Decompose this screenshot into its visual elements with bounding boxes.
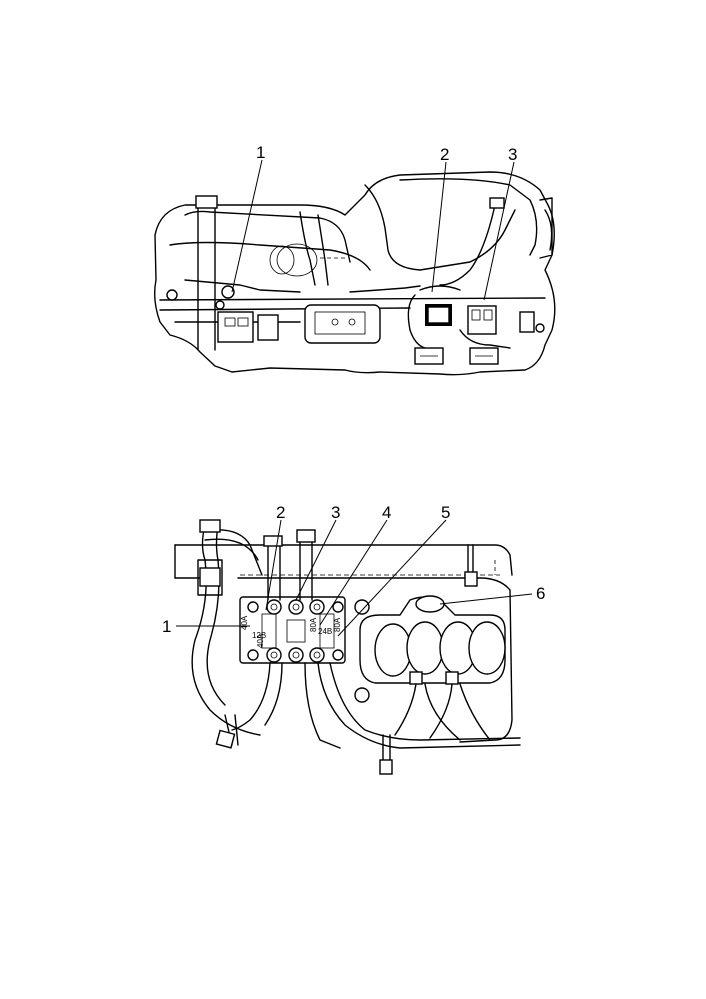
leader-3-upper: [483, 161, 515, 301]
callout-1-lower: 1: [162, 617, 171, 636]
label-12b: 12B: [252, 631, 266, 640]
leader-6-lower: [439, 593, 533, 605]
upper-view: 1 2 3: [153, 143, 556, 376]
label-40a-b: 40A: [256, 633, 265, 648]
label-40a-a: 40A: [240, 615, 249, 630]
callout-3-lower: 3: [331, 503, 340, 522]
leader-2-lower: [265, 519, 282, 611]
label-80a-a: 80A: [309, 617, 318, 632]
callout-3-upper: 3: [508, 145, 517, 164]
lower-view: 12B 24B 40A 40A 80A 80A: [162, 503, 545, 775]
leader-3-lower: [295, 519, 337, 601]
callout-5-lower: 5: [441, 503, 450, 522]
leader-2-upper: [431, 161, 447, 293]
label-24b: 24B: [318, 627, 332, 636]
callout-1-upper: 1: [256, 143, 265, 162]
leader-4-lower: [319, 519, 388, 626]
callout-6-lower: 6: [536, 584, 545, 603]
callout-2-upper: 2: [440, 145, 449, 164]
leader-5-lower: [337, 519, 447, 637]
callout-4-lower: 4: [382, 503, 391, 522]
label-80a-b: 80A: [333, 617, 342, 632]
leader-1-upper: [231, 159, 263, 293]
callout-2-lower: 2: [276, 503, 285, 522]
